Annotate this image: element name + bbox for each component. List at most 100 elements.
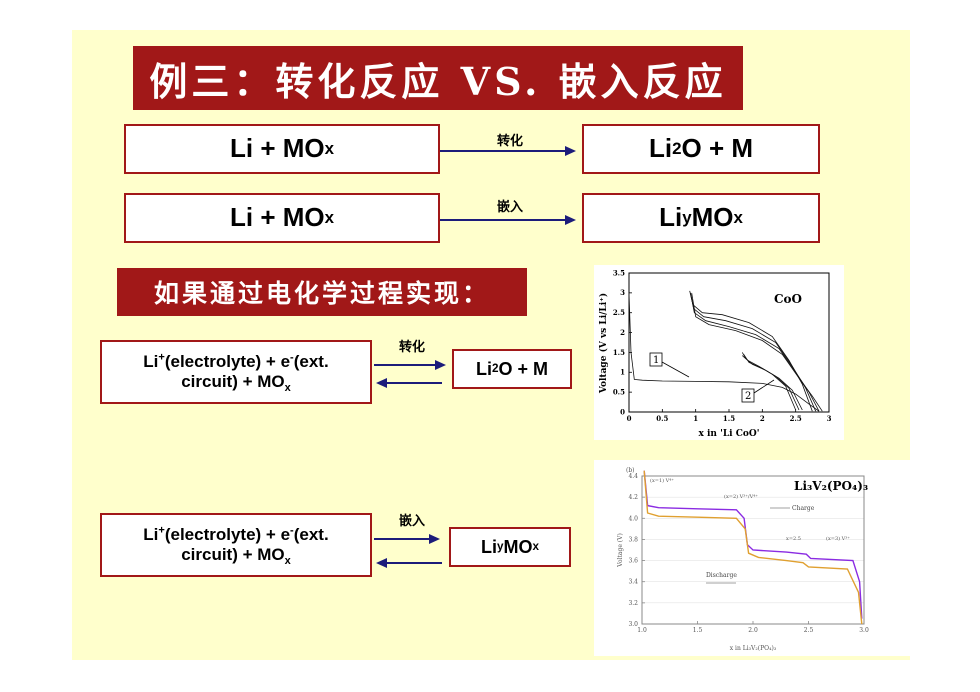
eq3-circuit: circuit) + MO — [181, 372, 285, 391]
eq2-arrow — [440, 219, 566, 221]
c1-ylabel: Voltage (V vs Li/Li⁺) — [598, 293, 609, 394]
eq3-arrow-label: 转化 — [398, 340, 425, 355]
eq3-right-text: Li — [475, 358, 492, 379]
c1-ytick-label-1: 0.5 — [613, 387, 625, 396]
eq1-left-text: Li + MO — [229, 133, 325, 164]
c2-ytick-label-7: 4.4 — [628, 473, 638, 480]
eq4-circuit: circuit) + MO — [181, 545, 285, 564]
eq4-minus: - — [290, 524, 294, 537]
c1-series-line-1 — [691, 292, 823, 412]
c1-annotation-1-pointer — [661, 361, 690, 378]
eq2-right-text: Li — [659, 202, 683, 233]
c2-annotation-x1: (x=1) V⁴⁺ — [650, 477, 674, 484]
c1-ytick-label-6: 3 — [620, 288, 625, 297]
c1-series-line-3 — [689, 292, 817, 412]
eq4-forward-arrowhead-icon — [429, 534, 440, 544]
c2-ytick-label-3: 3.6 — [628, 558, 638, 565]
c1-annotation-box-2 — [741, 388, 755, 403]
eq3-plus: + — [158, 351, 165, 364]
c1-ytick-label-7: 3.5 — [613, 268, 625, 277]
slide-title: 例三：转化反应 VS. 嵌入反应 — [133, 46, 743, 110]
c1-xtick-label-1: 0.5 — [656, 414, 668, 423]
c2-annotation-charge: Charge — [792, 505, 815, 512]
eq3-reverse-arrow — [386, 382, 442, 384]
c2-xtick-label-4: 3.0 — [859, 627, 869, 634]
eq3-sub: x — [284, 381, 291, 394]
c1-xtick-label-4: 2 — [760, 414, 765, 423]
eq3-forward-arrow — [374, 364, 436, 366]
c1-ytick-label-2: 1 — [620, 368, 625, 377]
eq2-arrowhead-icon — [565, 215, 576, 225]
c1-xtick-label-6: 3 — [827, 414, 832, 423]
eq3-reverse-arrowhead-icon — [376, 378, 387, 388]
c2-ytick-label-5: 4.0 — [628, 515, 638, 522]
eq4-right-text: Li — [480, 536, 497, 557]
eq3-right-text2: O + M — [498, 358, 549, 379]
eq4-li: Li — [143, 525, 159, 545]
eq2-right-text2: MO — [691, 202, 734, 233]
c1-xtick-label-2: 1 — [693, 414, 698, 423]
c1-annotation-2-pointer — [753, 379, 775, 394]
c1-ytick-label-5: 2.5 — [613, 308, 625, 317]
eq2-left-text: Li + MO — [229, 202, 325, 233]
c2-ytick-label-4: 3.8 — [628, 536, 638, 543]
c1-annotation-2: 2 — [745, 391, 751, 402]
eq4-left-box: Li+(electrolyte) + e-(ext. circuit) + MO… — [100, 513, 372, 577]
c1-annotation-box-1 — [649, 352, 663, 367]
c2-xtick-label-1: 1.5 — [693, 627, 703, 634]
c2-ytick-label-0: 3.0 — [628, 621, 638, 628]
eq3-left-box: Li+(electrolyte) + e-(ext. circuit) + MO… — [100, 340, 372, 404]
c1-xtick-label-3: 1.5 — [723, 414, 735, 423]
eq3-ext: (ext. — [293, 352, 329, 372]
eq4-ext: (ext. — [293, 525, 329, 545]
c2-ytick-label-6: 4.2 — [628, 494, 638, 501]
eq3-electrolyte: (electrolyte) + e — [164, 352, 291, 372]
eq4-electrolyte: (electrolyte) + e — [164, 525, 291, 545]
eq4-arrow-label: 嵌入 — [398, 514, 425, 529]
eq4-sub: x — [284, 554, 291, 567]
c1-series-line-0 — [628, 292, 820, 412]
c1-title: CoO — [774, 292, 802, 306]
c2-xlabel: x in Li₃V₂(PO₄)₃ — [730, 645, 777, 652]
c2-xtick-label-3: 2.5 — [804, 627, 814, 634]
c2-panel-label: (b) — [626, 467, 635, 474]
c2-xtick-label-2: 2.0 — [748, 627, 758, 634]
eq4-forward-arrow — [374, 538, 430, 540]
c1-xtick-label-0: 0 — [627, 414, 632, 423]
eq1-right-text2: O + M — [681, 133, 754, 164]
c2-annotation-discharge: Discharge — [706, 572, 737, 579]
c2-ylabel: Voltage (V) — [617, 533, 624, 568]
eq2-arrow-label: 嵌入 — [496, 200, 523, 215]
eq1-arrow — [440, 150, 566, 152]
c1-series-line-4 — [689, 290, 813, 412]
c1-ytick-label-3: 1.5 — [613, 348, 625, 357]
eq3-minus: - — [290, 351, 294, 364]
section-subtitle: 如果通过电化学过程实现： — [117, 268, 527, 316]
eq1-arrowhead-icon — [565, 146, 576, 156]
eq4-plus: + — [158, 524, 165, 537]
eq3-li: Li — [143, 352, 159, 372]
eq4-reverse-arrowhead-icon — [376, 558, 387, 568]
eq1-arrow-label: 转化 — [496, 134, 523, 149]
eq3-forward-arrowhead-icon — [435, 360, 446, 370]
c2-ytick-label-1: 3.2 — [628, 600, 638, 607]
c2-xtick-label-0: 1.0 — [637, 627, 647, 634]
c1-ytick-label-0: 0 — [620, 407, 625, 416]
c1-series-line-2 — [689, 292, 820, 412]
c1-annotation-1: 1 — [653, 355, 659, 366]
c1-ytick-label-4: 2 — [620, 328, 625, 337]
c1-series-line-7 — [742, 355, 797, 411]
c2-ytick-label-2: 3.4 — [628, 579, 638, 586]
c2-title: Li₃V₂(PO₄)₃ — [794, 479, 868, 493]
c2-annotation-x3: (x=3) V³⁺ — [826, 535, 850, 542]
c1-xlabel: x in 'Li CoO' — [699, 429, 760, 439]
eq4-right-text2: MO — [503, 536, 533, 557]
